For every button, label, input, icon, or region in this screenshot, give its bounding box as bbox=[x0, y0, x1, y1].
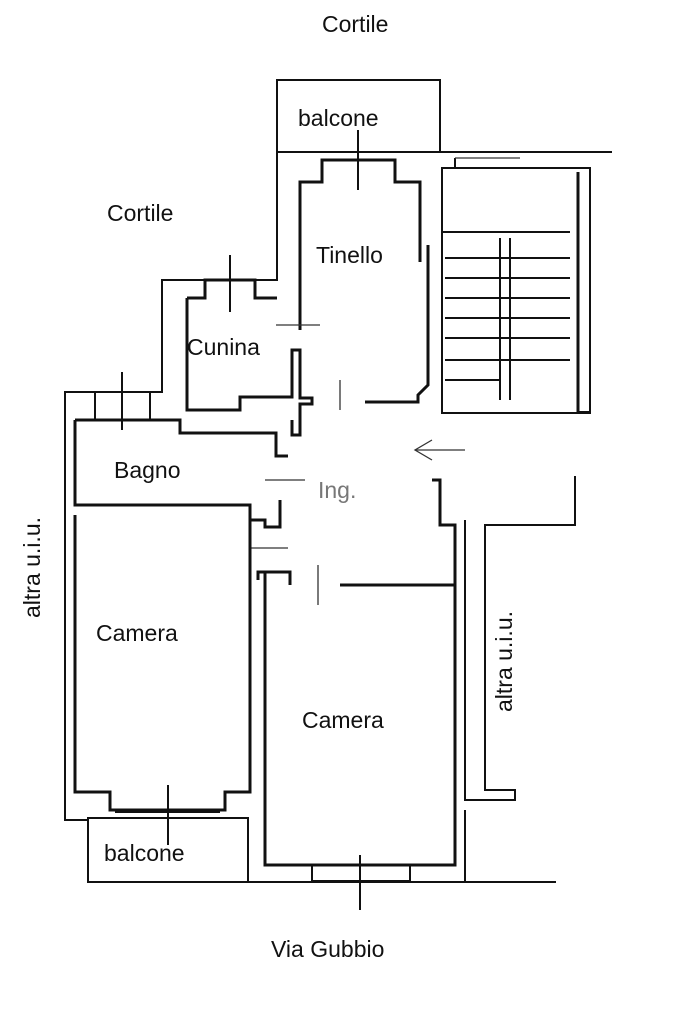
entrance-arrow-icon bbox=[413, 439, 465, 461]
label-courtyard-top: Cortile bbox=[322, 11, 388, 37]
stair-steps bbox=[445, 257, 570, 381]
label-other-unit-right: altra u.i.u. bbox=[491, 611, 517, 712]
label-bathroom: Bagno bbox=[114, 457, 181, 483]
label-balcony-top: balcone bbox=[298, 105, 379, 131]
label-living: Tinello bbox=[316, 242, 383, 268]
label-kitchen: Cunina bbox=[187, 334, 260, 360]
label-street: Via Gubbio bbox=[271, 936, 384, 962]
label-other-unit-left: altra u.i.u. bbox=[19, 517, 45, 618]
walls bbox=[64, 79, 612, 910]
staircase bbox=[441, 157, 591, 414]
label-courtyard-left: Cortile bbox=[107, 200, 173, 226]
label-bedroom-left: Camera bbox=[96, 620, 178, 646]
label-bedroom-right: Camera bbox=[302, 707, 384, 733]
label-balcony-bottom: balcone bbox=[104, 840, 185, 866]
label-entrance: Ing. bbox=[318, 477, 356, 503]
